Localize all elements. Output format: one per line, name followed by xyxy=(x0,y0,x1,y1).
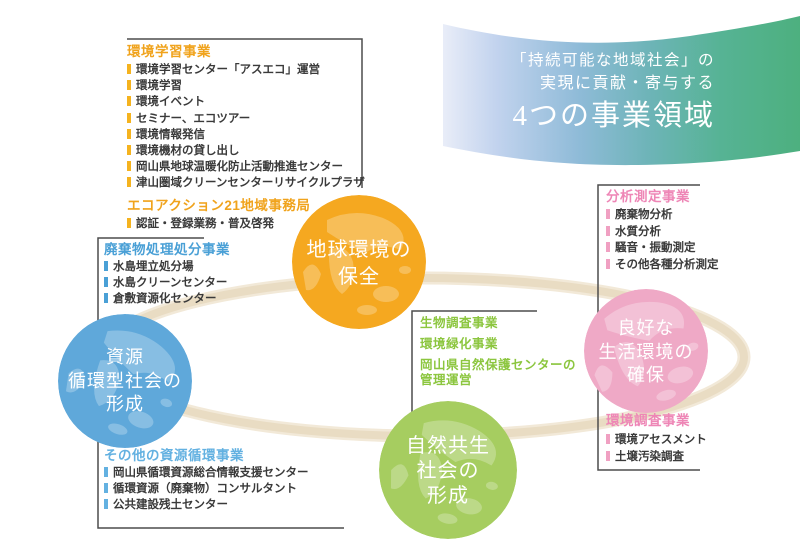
section-header: 分析測定事業 xyxy=(606,189,690,204)
list-item: 騒音・振動測定 xyxy=(606,240,719,257)
banner-subtitle-line1: 「持続可能な地域社会」の xyxy=(510,52,715,69)
circle-label-resource-cycle: 資源 循環型社会の 形成 xyxy=(68,347,182,414)
section-header: 環境調査事業 xyxy=(606,413,690,428)
list-item: セミナー、エコツアー xyxy=(127,111,365,127)
bullet-icon xyxy=(104,499,108,510)
list-item-label: 岡山県循環資源総合情報支援センター xyxy=(113,467,309,479)
list-item: 倉敷資源化センター xyxy=(104,291,230,307)
list-item: 廃棄物分析 xyxy=(606,207,719,224)
list-item-label: 岡山県地球温暖化防止活動推進センター xyxy=(136,161,343,174)
section-waste-disposal: 廃棄物処理処分事業 水島埋立処分場 水島クリーンセンター 倉敷資源化センター xyxy=(104,241,230,308)
box-rule-bio-survey xyxy=(411,310,537,430)
bullet-icon xyxy=(606,450,610,461)
section-env-learning: 環境学習事業 環境学習センター「アスエコ」運営 環境学習 環境イベント セミナー… xyxy=(127,43,365,232)
list-item: 認証・登録業務・普及啓発 xyxy=(127,216,365,232)
list-item: 環境学習センター「アスエコ」運営 xyxy=(127,62,365,78)
bullet-icon xyxy=(606,242,610,253)
globe-nature-symbiosis xyxy=(379,401,517,539)
list-item-label: 循環資源（廃棄物）コンサルタント xyxy=(113,483,297,496)
bullet-icon xyxy=(104,467,108,477)
section-env-survey: 環境調査事業 環境アセスメント 土壌汚染調査 xyxy=(606,412,707,465)
bullet-icon xyxy=(606,434,610,444)
list-item-label: 騒音・振動測定 xyxy=(615,242,696,255)
bullet-icon xyxy=(127,64,131,74)
list-item: その他各種分析測定 xyxy=(606,257,719,274)
list-item-label: 環境機材の貸し出し xyxy=(136,145,240,158)
banner-ribbon xyxy=(443,16,800,166)
list-item-label: 倉敷資源化センター xyxy=(113,293,217,306)
list-item-label: 土壌汚染調査 xyxy=(615,450,684,463)
box-rule-env-learning xyxy=(127,38,363,188)
bullet-icon xyxy=(606,209,610,219)
section-header: 環境緑化事業 xyxy=(420,337,499,351)
list-item: 水島埋立処分場 xyxy=(104,259,230,275)
list-item: 公共建設残土センター xyxy=(104,497,309,513)
list-item: 土壌汚染調査 xyxy=(606,449,707,466)
circle-label-good-living: 良好な 生活環境の 確保 xyxy=(598,318,694,385)
section-header: 廃棄物処理処分事業 xyxy=(104,242,230,257)
list-item-label: 水島埋立処分場 xyxy=(113,261,194,273)
bullet-icon xyxy=(127,161,131,172)
list-item: 環境アセスメント xyxy=(606,432,707,449)
section-header: 環境学習事業 xyxy=(127,44,211,59)
globe-resource-cycle xyxy=(58,314,192,448)
circle-label-nature-symbiosis: 自然共生 社会の 形成 xyxy=(406,435,490,507)
list-item: 環境イベント xyxy=(127,94,365,110)
list-item-label: 環境情報発信 xyxy=(136,128,205,141)
list-item-label: 環境アセスメント xyxy=(615,434,707,446)
section-header: 生物調査事業 xyxy=(420,316,499,330)
list-item-label: 環境学習 xyxy=(136,80,182,93)
bullet-icon xyxy=(104,277,108,288)
list-item-label: 廃棄物分析 xyxy=(615,209,673,221)
list-item: 環境情報発信 xyxy=(127,127,365,143)
section-header: その他の資源循環事業 xyxy=(104,448,244,463)
bullet-icon xyxy=(606,225,610,236)
list-item: 環境機材の貸し出し xyxy=(127,143,365,159)
bullet-icon xyxy=(104,293,108,304)
list-item-label: 環境学習センター「アスエコ」運営 xyxy=(136,64,320,76)
list-item-label: 水島クリーンセンター xyxy=(113,277,228,290)
globe-good-living xyxy=(584,289,708,413)
section-bio-survey: 生物調査事業 環境緑化事業 岡山県自然保護センターの管理運営 xyxy=(420,316,578,394)
bullet-icon xyxy=(127,217,131,228)
banner-subtitle-line2: 実現に貢献・寄与する xyxy=(539,75,715,92)
list-item-label: その他各種分析測定 xyxy=(615,258,719,271)
list-item: 水島クリーンセンター xyxy=(104,275,230,291)
list-item: 水質分析 xyxy=(606,224,719,241)
section-analysis-measurement: 分析測定事業 廃棄物分析 水質分析 騒音・振動測定 その他各種分析測定 xyxy=(606,188,719,273)
banner: 「持続可能な地域社会」の 実現に貢献・寄与する 4つの事業領域 xyxy=(511,50,715,136)
list-item: 津山圏域クリーンセンターリサイクルプラザ xyxy=(127,175,365,191)
list-item: 岡山県地球温暖化防止活動推進センター xyxy=(127,159,365,175)
globe-global-environment xyxy=(292,195,426,329)
section-header: エコアクション21地域事務局 xyxy=(127,197,311,213)
list-item-label: 公共建設残土センター xyxy=(113,499,228,512)
list-item-label: 水質分析 xyxy=(615,225,661,238)
bullet-icon xyxy=(127,145,131,156)
list-item: 岡山県循環資源総合情報支援センター xyxy=(104,465,309,481)
list-item: 循環資源（廃棄物）コンサルタント xyxy=(104,481,309,497)
bullet-icon xyxy=(127,96,131,107)
list-item: 環境学習 xyxy=(127,78,365,94)
list-item-label: 環境イベント xyxy=(136,96,205,109)
bullet-icon xyxy=(127,128,131,139)
bullet-icon xyxy=(127,177,131,188)
banner-title: 4つの事業領域 xyxy=(512,100,715,132)
list-item-label: セミナー、エコツアー xyxy=(136,112,251,125)
bullet-icon xyxy=(606,258,610,269)
bullet-icon xyxy=(127,112,131,123)
bullet-icon xyxy=(104,261,108,271)
list-item-label: 認証・登録業務・普及啓発 xyxy=(136,217,274,230)
list-item-label: 津山圏域クリーンセンターリサイクルプラザ xyxy=(136,177,365,190)
bullet-icon xyxy=(104,483,108,494)
section-other-recycling: その他の資源循環事業 岡山県循環資源総合情報支援センター 循環資源（廃棄物）コン… xyxy=(104,447,309,514)
bullet-icon xyxy=(127,80,131,91)
circle-label-global-environment: 地球環境の 保全 xyxy=(306,239,412,288)
section-header: 岡山県自然保護センターの管理運営 xyxy=(420,358,577,387)
